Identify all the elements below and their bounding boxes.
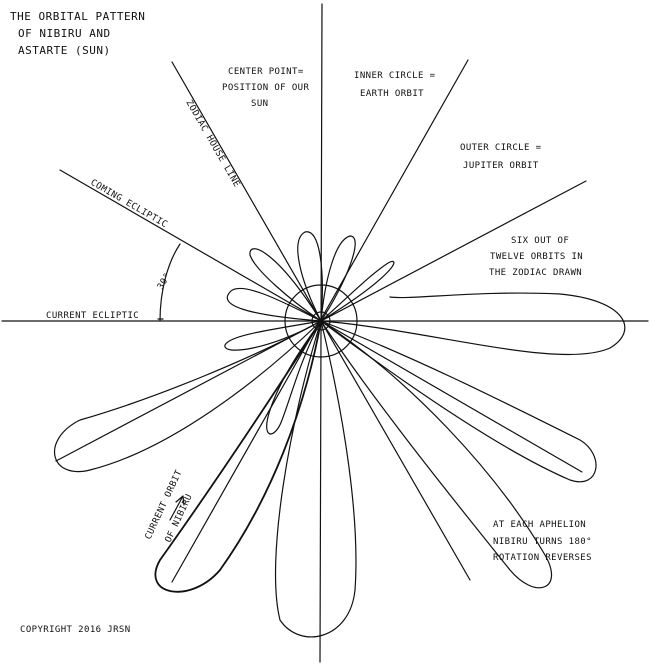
outer-circle-label-1: OUTER CIRCLE = <box>460 143 542 153</box>
center-point-label-1: CENTER POINT= <box>228 67 304 77</box>
copyright-label: COPYRIGHT 2016 JRSN <box>20 625 131 635</box>
current-ecliptic-label: CURRENT ECLIPTIC <box>46 311 139 321</box>
title-line-3: ASTARTE (SUN) <box>18 44 111 57</box>
petal-right <box>320 292 626 356</box>
angle-arc <box>159 243 181 322</box>
petal-upper <box>297 231 323 322</box>
petal-upper-right <box>320 260 395 322</box>
center-point-label-3: SUN <box>251 99 268 109</box>
petal-bottom <box>274 320 357 638</box>
petal-lower-right <box>320 320 597 483</box>
zodiac-house-lines <box>1 3 649 663</box>
center-point-label-2: POSITION OF OUR <box>222 83 309 93</box>
aphelion-label-1: AT EACH APHELION <box>493 520 586 530</box>
inner-circle-label-2: EARTH ORBIT <box>360 89 424 99</box>
petal-lower-left <box>53 320 322 473</box>
jupiter-orbit-circle <box>284 284 358 358</box>
title-line-1: THE ORBITAL PATTERN <box>10 10 145 23</box>
petal-inner-lower-left <box>266 320 322 435</box>
petal-upper-mid <box>320 235 356 322</box>
petal-left-low <box>224 320 322 351</box>
six-out-label-2: TWELVE ORBITS IN <box>490 252 583 262</box>
inner-circle-label-1: INNER CIRCLE = <box>354 71 436 81</box>
petal-left <box>226 287 322 322</box>
petal-upper-left <box>249 248 322 322</box>
six-out-label-3: THE ZODIAC DRAWN <box>489 268 582 278</box>
zodiac-house-line-label: ZODIAC HOUSE LINE <box>183 99 241 190</box>
title-line-2: OF NIBIRU AND <box>18 27 111 40</box>
aphelion-label-2: NIBIRU TURNS 180° <box>493 537 592 547</box>
coming-ecliptic-label: COMING ECLIPTIC <box>89 178 170 230</box>
angle-label: 30° <box>156 271 173 291</box>
current-orbit-arrow-icon <box>169 495 185 521</box>
outer-circle-label-2: JUPITER ORBIT <box>463 161 539 171</box>
vertical-house-line <box>319 3 323 663</box>
earth-orbit-circle <box>311 311 331 331</box>
aphelion-label-3: ROTATION REVERSES <box>493 553 592 563</box>
petal-current-orbit <box>154 320 322 593</box>
orbit-petals <box>53 231 626 638</box>
petal-lower-right-2 <box>320 320 552 589</box>
six-out-label-1: SIX OUT OF <box>511 236 569 246</box>
